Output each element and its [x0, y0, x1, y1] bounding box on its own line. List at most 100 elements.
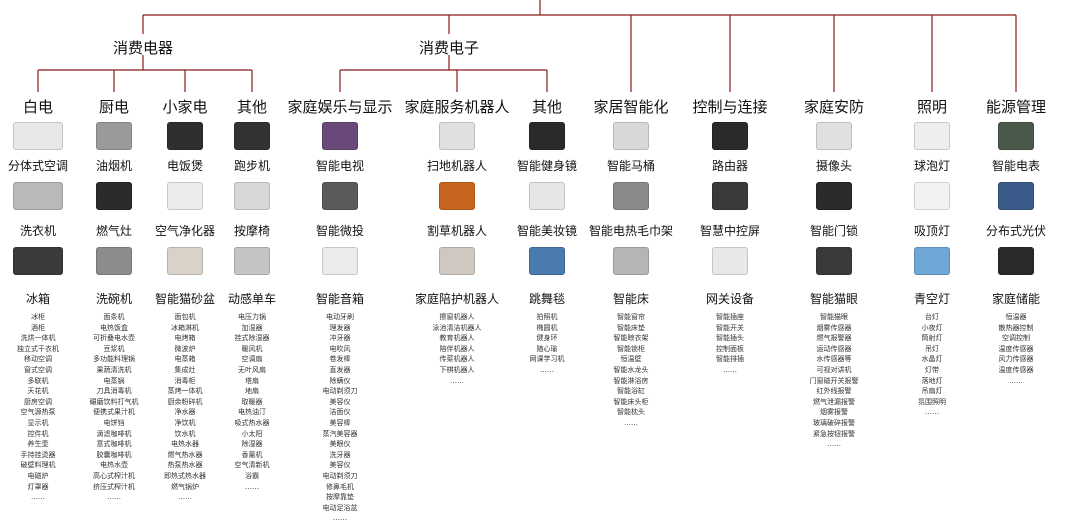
subitem: 可视对讲机 — [816, 365, 852, 374]
robot-vacuum-icon — [439, 122, 475, 150]
subitem: …… — [178, 493, 192, 502]
subitem: 饮水机 — [174, 429, 196, 438]
subitem: …… — [540, 365, 554, 374]
router-icon — [712, 122, 748, 150]
subitem-list: 擦窗机器人泳池清洁机器人教育机器人陪伴机器人传菜机器人下棋机器人…… — [433, 312, 482, 386]
product-label: 智能电热毛巾架 — [588, 224, 674, 238]
subitem: 智能浴缸 — [617, 387, 645, 396]
subitem: 电热水壶 — [100, 461, 128, 470]
subitem: 天花机 — [27, 387, 49, 396]
subitem-list: 智能猫眼烟雾传感器燃气报警器运动传感器水传感器等可视对讲机门窗磁开关报警红外线报… — [810, 312, 859, 450]
subitem: 豆浆机 — [103, 344, 125, 353]
control-panel-icon — [712, 182, 748, 210]
subitem: …… — [450, 376, 464, 385]
subitem: …… — [723, 365, 737, 374]
product-label: 分体式空调 — [7, 159, 69, 173]
subitem: …… — [1009, 376, 1023, 385]
sky-light-icon — [914, 247, 950, 275]
subitem: 面包机 — [174, 313, 196, 321]
smart-lock-icon — [816, 182, 852, 210]
subitem: 吊灯 — [925, 344, 939, 353]
subitem: 电热油汀 — [238, 408, 266, 417]
subitem: 电蒸锅 — [103, 376, 125, 385]
subitem: …… — [624, 418, 638, 427]
subitem: 下棋机器人 — [439, 365, 475, 374]
category-label: 照明 — [916, 98, 948, 116]
subitem: 温度传感器 — [998, 344, 1034, 353]
subitem: 拍照机 — [536, 313, 558, 321]
category-label: 小家电 — [162, 98, 208, 116]
product-label: 家庭储能 — [991, 292, 1041, 306]
subitem: 智能排插 — [716, 355, 744, 364]
subitem: 热泵热水器 — [167, 461, 203, 470]
subitem: 智能猫眼 — [820, 313, 848, 321]
subitem: 独立式干衣机 — [17, 344, 59, 353]
product-label: 球泡灯 — [913, 159, 951, 173]
dishwasher-icon — [96, 247, 132, 275]
product-label: 家庭陪护机器人 — [414, 292, 500, 306]
subitem: 窗式空调 — [24, 365, 52, 374]
home-battery-icon — [998, 247, 1034, 275]
subitem-list: 电压力锅加湿器挂式除湿器暖风机空调扇无叶风扇塔扇地扇取暖器电热油汀吸式热水器小太… — [235, 312, 270, 492]
subitem: 红外线报警 — [816, 387, 852, 396]
subitem: 电蒸箱 — [174, 355, 196, 364]
group-label: 消费电子 — [418, 39, 480, 57]
subitem-list: 智能窗帘智能床垫智能晾衣架智能锁柜恒温壁智能水龙头智能淋浴房智能浴缸智能床头柜智… — [614, 312, 649, 429]
subitem: 门窗磁开关报警 — [809, 376, 859, 385]
subitem: 按摩靠垫 — [326, 493, 354, 502]
category-label: 控制与连接 — [692, 98, 768, 116]
product-label: 智能马桶 — [606, 159, 656, 173]
subitem: …… — [827, 440, 841, 449]
subitem: 空调控制 — [1002, 334, 1030, 343]
product-label: 智能床 — [612, 292, 650, 306]
solar-panel-icon — [998, 182, 1034, 210]
product-label: 智能电表 — [991, 159, 1041, 173]
peephole-icon — [816, 247, 852, 275]
category-label: 家居智能化 — [593, 98, 669, 116]
treadmill-icon — [234, 122, 270, 150]
air-purifier-icon — [167, 182, 203, 210]
subitem: 消毒柜 — [174, 376, 196, 385]
subitem: 冰柜 — [31, 313, 45, 321]
subitem: 多功能料理锅 — [93, 355, 135, 364]
subitem: 玻璃破碎报警 — [813, 418, 855, 427]
subitem: 健身环 — [536, 334, 558, 343]
product-label: 按摩椅 — [233, 224, 271, 238]
subitem: 智能水龙头 — [613, 365, 649, 374]
subitem: 洗牙器 — [329, 450, 351, 459]
subitem: 无叶风扇 — [238, 365, 266, 374]
subitem: 智能晾衣架 — [613, 334, 649, 343]
towel-rack-icon — [613, 182, 649, 210]
subitem: 水晶灯 — [921, 355, 943, 364]
subitem-list: 面包机冰箱淋机电烤箱微波炉电蒸箱集成灶消毒柜蒸烤一体机厨余粉碎机净水器净饮机饮水… — [164, 312, 206, 503]
product-label: 洗衣机 — [19, 224, 57, 238]
subitem: 电动剃须刀 — [322, 387, 358, 396]
subitem: 面条机 — [103, 313, 125, 321]
subitem: 电饼铛 — [103, 418, 125, 427]
subitem: 台灯 — [925, 313, 939, 321]
subitem: 电磁炉 — [27, 471, 49, 480]
bulb-icon — [914, 122, 950, 150]
smart-tv-icon — [322, 122, 358, 150]
subitem: 散热器控制 — [998, 323, 1034, 332]
subitem: 美容仪 — [329, 397, 351, 406]
product-label: 智慧中控屏 — [699, 224, 761, 238]
subitem: 电热水器 — [171, 440, 199, 449]
subitem: 挂式除湿器 — [234, 334, 270, 343]
product-label: 空气净化器 — [154, 224, 216, 238]
subitem: 恒温壁 — [620, 355, 642, 364]
camera-icon — [816, 122, 852, 150]
subitem: 洁面仪 — [329, 408, 351, 417]
subitem: 智能床垫 — [617, 323, 645, 332]
product-label: 路由器 — [711, 159, 749, 173]
subitem: 落地灯 — [921, 376, 943, 385]
subitem: 手持挂烫器 — [20, 450, 56, 459]
subitem: 燃气热水器 — [167, 450, 203, 459]
subitem: 智能床头柜 — [613, 397, 649, 406]
subitem: 净水器 — [174, 408, 196, 417]
subitem: 泳池清洁机器人 — [432, 323, 482, 332]
subitem: 随心瑜 — [536, 344, 558, 353]
gas-stove-icon — [96, 182, 132, 210]
group-bus-line-0 — [38, 55, 252, 71]
